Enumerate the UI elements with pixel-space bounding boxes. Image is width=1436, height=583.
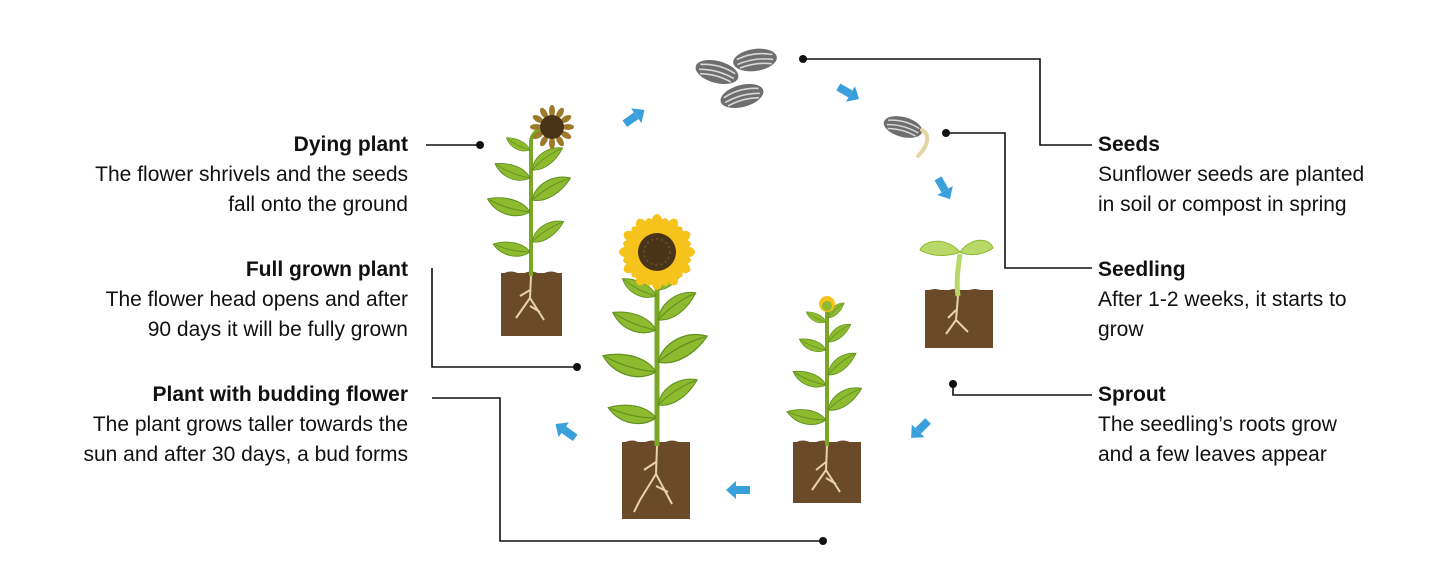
budding-plant-illustration xyxy=(784,296,866,503)
stage-description-line: After 1-2 weeks, it starts to xyxy=(1098,288,1347,311)
arrow-icon xyxy=(930,173,958,204)
stage-label-sprout: Sprout The seedling’s roots grow and a f… xyxy=(1098,380,1337,470)
stage-label-dying-plant: Dying plant The flower shrivels and the … xyxy=(95,130,408,220)
connector-sprout xyxy=(952,384,1092,396)
stage-title: Sprout xyxy=(1098,383,1166,406)
stage-description-line: 90 days it will be fully grown xyxy=(147,318,408,341)
stage-title: Full grown plant xyxy=(245,258,408,281)
stage-description-line: grow xyxy=(1098,318,1144,341)
connector-bud xyxy=(432,397,823,542)
connector-dots xyxy=(476,55,957,545)
stage-description-line: and a few leaves appear xyxy=(1098,443,1327,466)
arrow-icon xyxy=(833,79,864,107)
stage-title: Seeds xyxy=(1098,133,1160,156)
cycle-arrows xyxy=(550,79,958,499)
stage-description-line: fall onto the ground xyxy=(228,193,408,216)
arrow-icon xyxy=(904,414,935,445)
full-grown-plant-illustration xyxy=(599,214,713,519)
stage-description-line: The flower shrivels and the seeds xyxy=(95,163,408,186)
arrow-icon xyxy=(550,416,581,446)
seeds-illustration xyxy=(692,45,780,114)
stage-title: Plant with budding flower xyxy=(152,383,408,406)
stage-description-line: The flower head opens and after xyxy=(105,288,408,311)
connector-seedling xyxy=(946,132,1092,269)
stage-description-line: in soil or compost in spring xyxy=(1098,193,1347,216)
stage-label-seeds: Seeds Sunflower seeds are planted in soi… xyxy=(1098,130,1364,220)
connector-seeds xyxy=(803,58,1092,146)
stage-title: Seedling xyxy=(1098,258,1186,281)
stage-description-line: sun and after 30 days, a bud forms xyxy=(83,443,408,466)
stage-description-line: Sunflower seeds are planted xyxy=(1098,163,1365,186)
stage-label-budding-flower: Plant with budding flower The plant grow… xyxy=(83,380,408,470)
seedling-illustration xyxy=(919,239,994,348)
germinating-seed-illustration xyxy=(880,111,930,158)
stage-title: Dying plant xyxy=(293,133,408,156)
stage-description-line: The plant grows taller towards the xyxy=(92,413,408,436)
stage-label-seedling: Seedling After 1-2 weeks, it starts to g… xyxy=(1098,255,1347,345)
arrow-icon xyxy=(619,102,650,132)
dying-plant-illustration xyxy=(484,105,575,336)
arrow-icon xyxy=(726,481,750,499)
stage-label-full-grown-plant: Full grown plant The flower head opens a… xyxy=(106,255,408,345)
connector-full xyxy=(431,268,577,368)
stage-description-line: The seedling’s roots grow xyxy=(1098,413,1337,436)
connector-lines xyxy=(426,58,1092,542)
